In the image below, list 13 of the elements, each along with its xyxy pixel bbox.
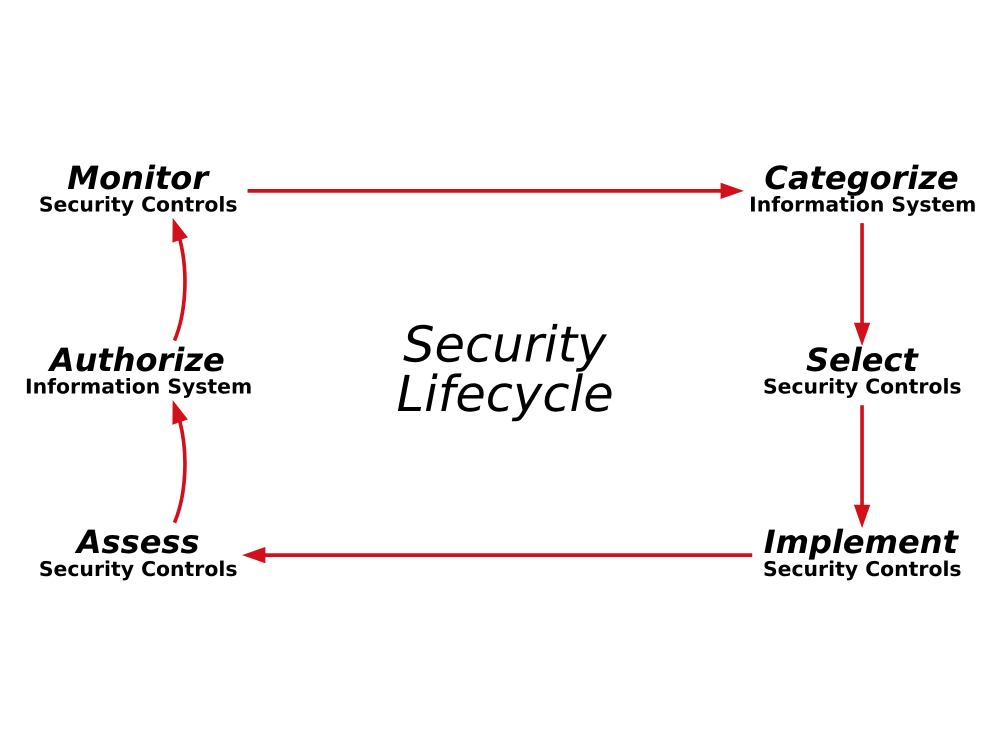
node-text: Categorize Information System <box>749 158 976 216</box>
node-text: Select Security Controls <box>762 340 962 398</box>
arrow <box>854 404 870 528</box>
label: Security Lifecycle <box>396 315 614 423</box>
arrow <box>248 182 744 199</box>
node-text: Monitor Security Controls <box>38 158 238 216</box>
node-text: Assess Security Controls <box>38 522 238 580</box>
arrow <box>854 222 870 346</box>
node-text: Implement Security Controls <box>762 522 962 580</box>
arrow <box>242 546 752 563</box>
node-text: Authorize Information System <box>25 340 252 398</box>
arrow <box>172 217 188 341</box>
arrow <box>172 400 188 523</box>
